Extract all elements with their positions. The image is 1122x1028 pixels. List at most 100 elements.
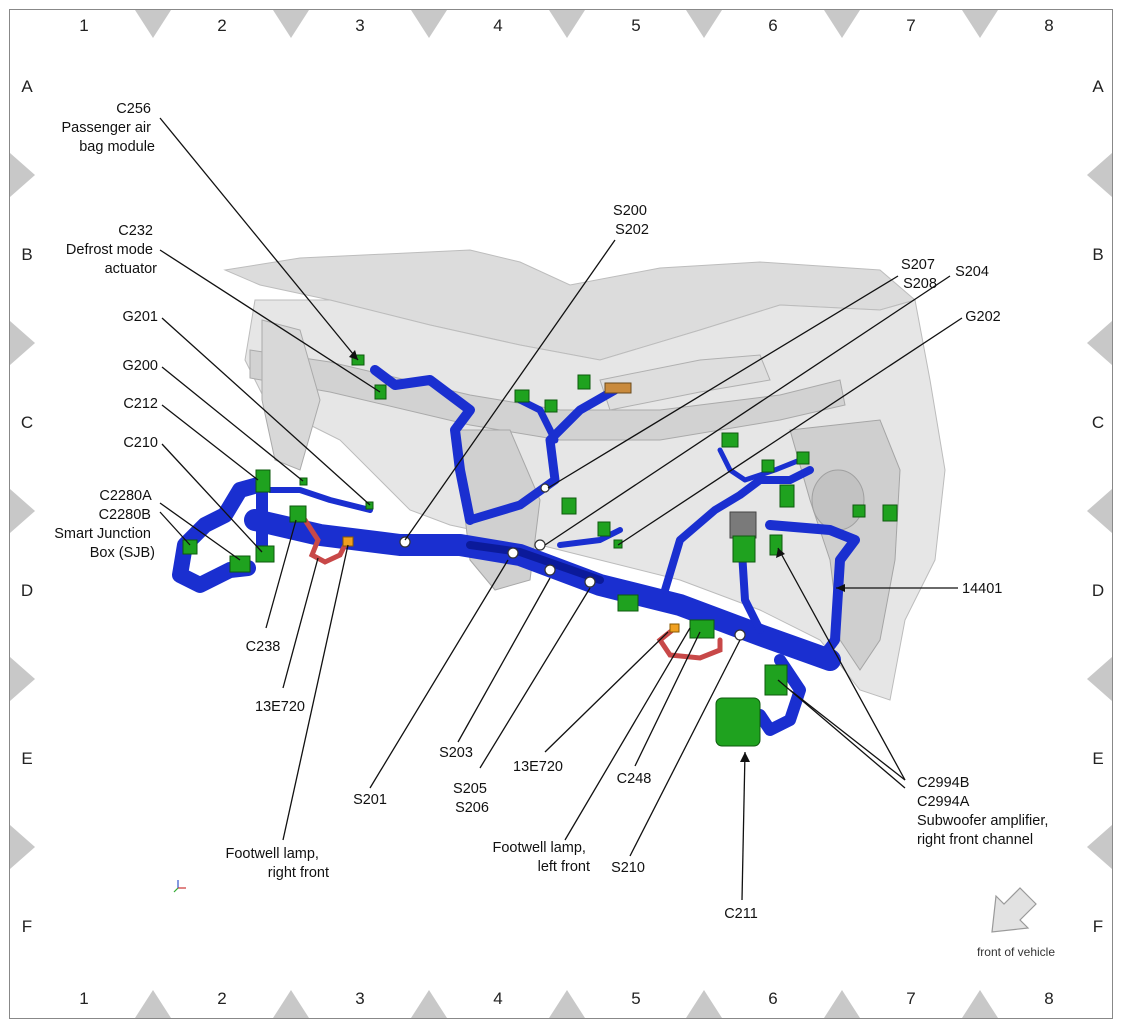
grid-column-labels-bottom: 1 2 3 4 5 6 7 8 (79, 989, 1053, 1008)
splices (299, 477, 746, 641)
label-c210: C210 (123, 435, 158, 451)
leader-c232 (159, 249, 381, 393)
row-label: D (1092, 581, 1104, 600)
footwell-connector-left (669, 623, 680, 633)
label-13e720-left: 13E720 (513, 759, 563, 775)
leader-s203 (457, 577, 551, 743)
label-s207: S207 S208 (901, 257, 939, 292)
arrowhead-14401 (836, 584, 845, 592)
label-c256: C256 Passenger air bag module (62, 101, 156, 155)
arrowhead-c256 (349, 350, 358, 360)
grid-marker-top (686, 10, 722, 38)
col-label: 4 (493, 989, 502, 1008)
dash-lower-rail (599, 354, 771, 411)
leader-g201 (161, 317, 371, 506)
leader-c2994b (777, 547, 906, 781)
grid-marker-left (10, 657, 35, 701)
splice-s210 (734, 629, 746, 641)
connector-right-4 (779, 484, 795, 508)
col-label: 1 (79, 989, 88, 1008)
leader-s205 (479, 587, 591, 769)
col-label: 7 (906, 989, 915, 1008)
col-label: 4 (493, 16, 502, 35)
col-label: 3 (355, 16, 364, 35)
col-label: 2 (217, 16, 226, 35)
col-label: 6 (768, 16, 777, 35)
splice-s205 (544, 564, 556, 576)
harness-right-loop (661, 466, 814, 594)
connector-c248 (689, 619, 715, 639)
grid-marker-bottom (824, 990, 860, 1018)
label-c2280: C2280A C2280B Smart Junction Box (SJB) (54, 488, 155, 561)
grid-marker-right (1087, 153, 1112, 197)
leader-c211 (741, 751, 746, 901)
axis-triad-icon (173, 880, 186, 893)
grid-marker-top (273, 10, 309, 38)
leader-c210 (161, 443, 263, 553)
label-s204: S204 (955, 264, 989, 280)
connector-right-top (721, 432, 739, 448)
harness-left-branch (267, 487, 373, 513)
splice-s207 (534, 539, 546, 551)
grid-marker-left (10, 321, 35, 365)
ground-g202 (613, 539, 623, 549)
relay-gray (729, 511, 757, 539)
leader-13e720-right (282, 557, 319, 689)
connector-top-4 (604, 382, 632, 394)
ground-g201 (365, 501, 374, 510)
leader-c2280b (159, 511, 191, 546)
harness-subwoofer-drop (754, 654, 806, 736)
label-s200: S200 S202 (613, 203, 651, 238)
connector-c211 (715, 697, 761, 747)
splice-s206 (584, 576, 596, 588)
connector-top-1 (514, 389, 530, 403)
grid-marker-top (549, 10, 585, 38)
grid-marker-right (1087, 489, 1112, 533)
leader-c2994a-b (777, 679, 906, 789)
arrowheads (349, 350, 845, 762)
leader-lines (159, 117, 963, 901)
harness-right-arm (765, 520, 860, 665)
front-of-vehicle-label: front of vehicle (977, 945, 1055, 959)
wiring-harness-14401 (172, 365, 860, 736)
row-label: C (21, 413, 33, 432)
connector-c232 (374, 384, 387, 400)
label-c238: C238 (246, 639, 281, 655)
connector-mid-3 (617, 594, 639, 612)
row-label: F (1093, 917, 1103, 936)
grid-marker-bottom (273, 990, 309, 1018)
col-label: 1 (79, 16, 88, 35)
row-label: F (22, 917, 32, 936)
label-footwell-left: Footwell lamp, left front (492, 840, 590, 875)
col-label: 7 (906, 16, 915, 35)
leader-footwell-right (282, 544, 349, 841)
harness-center-riser (370, 365, 475, 525)
harness-upper-branch (465, 385, 620, 525)
label-13e720-right: 13E720 (255, 699, 305, 715)
connector-mid-2 (597, 521, 611, 537)
leader-g202 (617, 317, 963, 546)
grid-column-labels-top: 1 2 3 4 5 6 7 8 (79, 16, 1053, 35)
leader-s200 (404, 239, 616, 541)
connector-c238 (289, 505, 307, 523)
harness-top-branch (717, 447, 803, 483)
label-14401: 14401 (962, 581, 1002, 597)
grid-marker-bottom (411, 990, 447, 1018)
arrowhead-c2994b (776, 548, 785, 558)
row-label: B (21, 245, 32, 264)
connector-right-6 (882, 504, 898, 522)
col-label: 6 (768, 989, 777, 1008)
grid-marker-bottom (135, 990, 171, 1018)
grid-marker-bottom (686, 990, 722, 1018)
label-c211: C211 (724, 906, 758, 922)
label-g202: G202 (965, 309, 1000, 325)
grid-marker-right (1087, 321, 1112, 365)
leader-c2280a (159, 502, 241, 561)
row-label: E (1092, 749, 1103, 768)
connector-sjb-a (182, 539, 198, 555)
grid-marker-top (411, 10, 447, 38)
grid-markers (10, 10, 1112, 1018)
col-label: 8 (1044, 989, 1053, 1008)
grid-marker-right (1087, 657, 1112, 701)
